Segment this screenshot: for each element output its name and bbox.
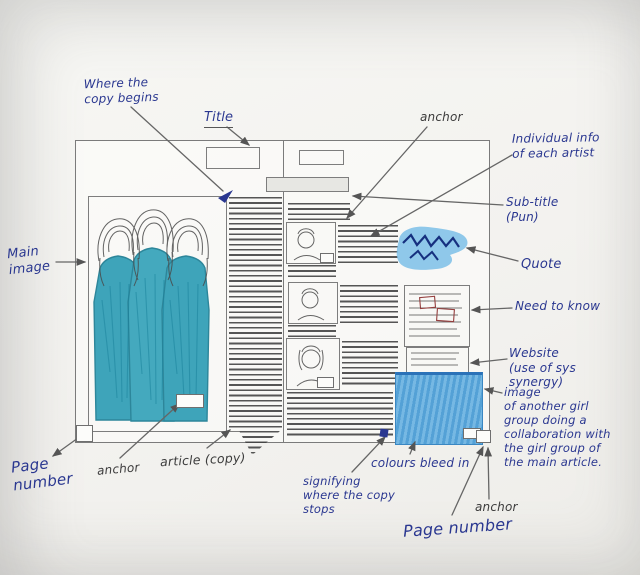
label-page-number-left: Page number [9, 454, 74, 495]
article-copy-column [229, 197, 282, 455]
page-number-box-left [76, 425, 93, 442]
gap1-copy-lines [288, 265, 336, 279]
title-box-left [206, 147, 260, 169]
subtitle-bar [266, 177, 349, 192]
spread-center-fold [283, 140, 284, 442]
page-number-box-right [476, 430, 491, 443]
label-need-to-know: Need to know [515, 299, 601, 313]
label-title: Title [204, 110, 234, 128]
label-subtitle: Sub-title (Pun) [506, 195, 559, 224]
bottom-copy-lines [287, 392, 393, 438]
website-box [406, 347, 469, 375]
arrow-anchor-bottom-right [484, 446, 493, 500]
gap2-copy-lines [288, 325, 336, 337]
label-page-number-right: Page number [402, 514, 513, 541]
artist-photo-1 [286, 222, 336, 264]
main-image-frame [88, 196, 227, 432]
label-collab-image: image of another girl group doing a coll… [504, 385, 611, 470]
artist1-copy-lines [338, 225, 398, 263]
artist2-copy-lines [340, 285, 398, 323]
artist-photo-2 [288, 282, 338, 324]
artist3-anchor-box [317, 377, 334, 388]
need-to-know-box [404, 285, 470, 347]
label-anchor-bottom-right: anchor [475, 500, 518, 514]
label-individual-info: Individual info of each artist [511, 130, 600, 161]
label-copy-stops: signifying where the copy stops [303, 474, 396, 517]
artist-photo-3 [286, 338, 340, 390]
main-image-anchor-box [176, 394, 204, 408]
artist1-anchor-box [320, 253, 334, 263]
title-box-right [299, 150, 344, 165]
label-anchor-bottom-left: anchor [96, 460, 141, 478]
label-quote: Quote [521, 257, 562, 272]
artist3-copy-lines [342, 341, 398, 387]
label-anchor-top: anchor [420, 110, 463, 124]
intro-copy-lines [288, 203, 350, 220]
label-article-copy: article (copy) [159, 449, 246, 470]
label-where-copy-begins: Where the copy begins [83, 75, 159, 106]
label-main-image: Main image [6, 243, 51, 278]
label-colours-bleed: colours bleed in [371, 456, 470, 470]
label-website: Website (use of sys synergy) [509, 346, 576, 390]
